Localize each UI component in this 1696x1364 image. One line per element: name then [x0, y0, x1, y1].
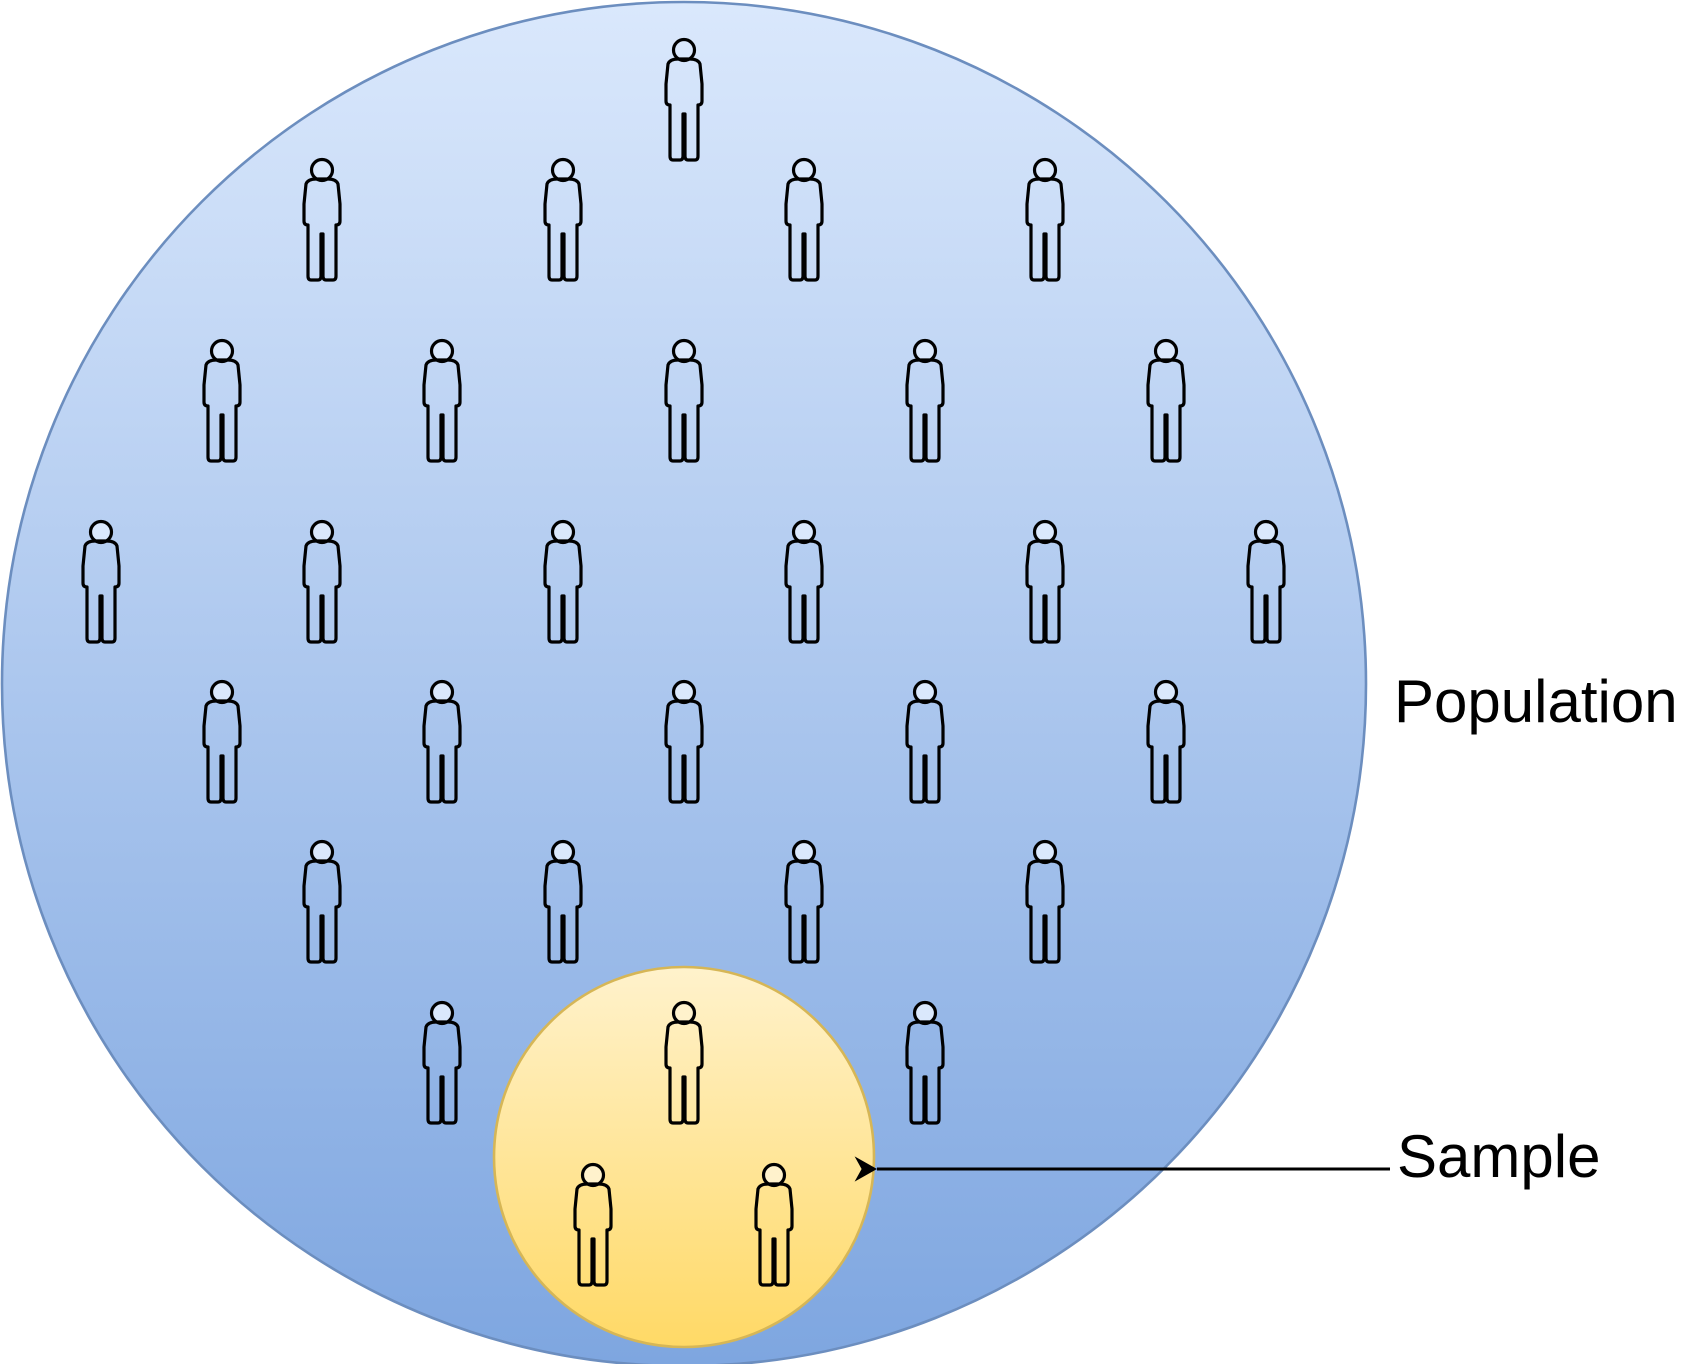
person-icon	[664, 679, 704, 804]
person-icon	[302, 519, 342, 644]
person-icon	[905, 679, 945, 804]
person-icon	[543, 157, 583, 282]
person-icon	[1146, 338, 1186, 463]
person-icon	[664, 37, 704, 162]
sample-people	[573, 1000, 794, 1287]
person-icon	[422, 338, 462, 463]
person-icon	[202, 338, 242, 463]
sample-label: Sample	[1397, 1123, 1601, 1190]
person-icon	[81, 519, 121, 644]
person-icon	[1025, 519, 1065, 644]
person-icon	[754, 1162, 794, 1287]
person-icon	[1246, 519, 1286, 644]
person-icon	[302, 157, 342, 282]
person-icon	[1025, 839, 1065, 964]
person-icon	[784, 519, 824, 644]
person-icon	[543, 839, 583, 964]
person-icon	[1146, 679, 1186, 804]
person-icon	[784, 839, 824, 964]
person-icon	[422, 679, 462, 804]
person-icon	[664, 1000, 704, 1125]
person-icon	[422, 1000, 462, 1125]
person-icon	[905, 338, 945, 463]
person-icon	[664, 338, 704, 463]
person-icon	[573, 1162, 613, 1287]
person-icon	[1025, 157, 1065, 282]
person-icon	[543, 519, 583, 644]
person-icon	[302, 839, 342, 964]
person-icon	[784, 157, 824, 282]
population-people	[81, 37, 1286, 1125]
population-label: Population	[1394, 668, 1678, 735]
person-icon	[202, 679, 242, 804]
person-icon	[905, 1000, 945, 1125]
